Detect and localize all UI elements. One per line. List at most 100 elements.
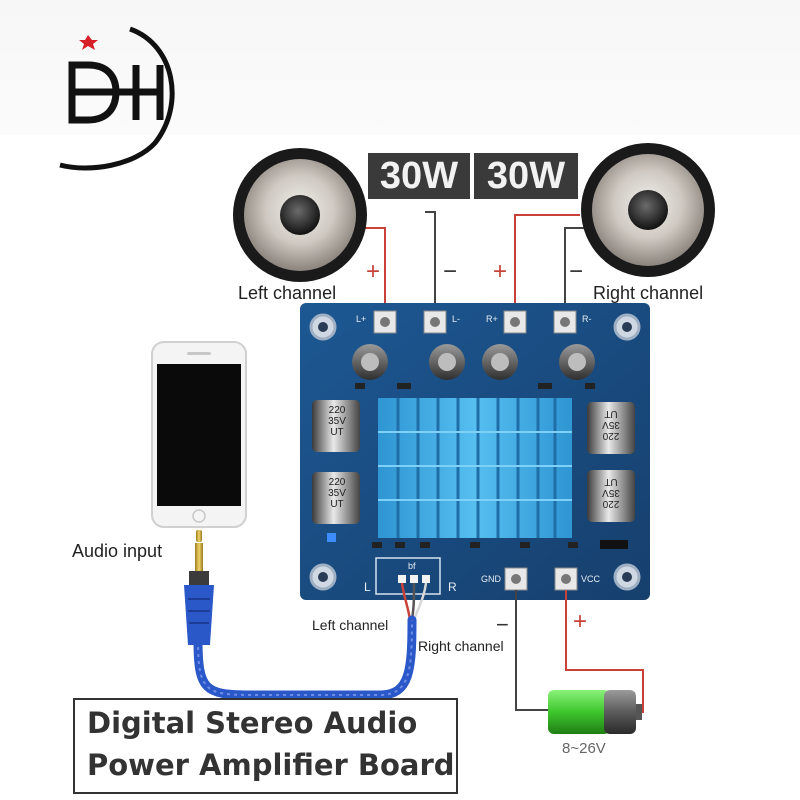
phone-speaker-slot <box>187 352 211 355</box>
left-negative-wire <box>425 211 436 322</box>
terminal-l-plus-screw <box>380 317 390 327</box>
speaker-wires <box>365 211 590 322</box>
smd-part <box>395 542 405 548</box>
capacitor-left-top <box>312 400 360 452</box>
capacitor-right-top <box>587 402 635 454</box>
pin-label-in-mid: bf <box>408 561 416 571</box>
phone-screen <box>157 364 241 506</box>
left-speaker-dustcap <box>280 195 320 235</box>
output-terminals <box>373 310 577 334</box>
smartphone <box>151 341 247 528</box>
capacitor-value: 220 <box>602 430 620 441</box>
inductor-3-core <box>491 353 509 371</box>
capacitor-brand: UT <box>604 476 618 487</box>
right-channel-label: Right channel <box>593 283 704 303</box>
title-line-2: Power Amplifier Board <box>87 748 455 782</box>
left-channel-label: Left channel <box>238 283 337 303</box>
heatsink-grooves <box>378 431 572 501</box>
inductor-1-core <box>361 353 379 371</box>
title-line-1: Digital Stereo Audio <box>87 706 418 740</box>
capacitor-voltage: 35V <box>602 487 620 498</box>
jack-grip-line <box>188 610 210 612</box>
input-header-outline <box>375 557 441 595</box>
capacitor-value: 220 <box>328 477 346 488</box>
capacitor-left-bottom <box>312 472 360 524</box>
capacitor-right-bottom <box>587 470 635 522</box>
right-minus-sign: − <box>569 258 584 285</box>
input-pin-left <box>398 575 406 583</box>
smd-part <box>568 542 578 548</box>
pin-label-l-plus: L+ <box>356 314 367 324</box>
left-speaker <box>233 148 367 282</box>
audio-cable-braid <box>197 619 413 696</box>
input-right-channel-label: Right channel <box>418 638 504 654</box>
power-plus-sign: + <box>573 608 588 635</box>
capacitor-brand: UT <box>330 427 344 438</box>
smd-components <box>355 383 628 549</box>
product-title-box: Digital Stereo Audio Power Amplifier Boa… <box>73 698 458 794</box>
dip-switch <box>600 540 628 549</box>
jack-grip-line <box>189 622 209 624</box>
left-minus-sign: − <box>443 258 458 285</box>
terminal-r-minus-screw <box>560 317 570 327</box>
input-wire-right <box>412 582 428 621</box>
brand-logo <box>50 25 190 175</box>
smd-part <box>355 383 365 389</box>
audio-input-label: Audio input <box>72 541 163 561</box>
capacitor-brand: UT <box>330 499 344 510</box>
right-speaker <box>581 143 715 277</box>
capacitor-voltage: 35V <box>328 488 346 499</box>
heatsink-body <box>378 398 572 538</box>
power-minus-sign: − <box>496 612 509 637</box>
pin-label-gnd: GND <box>481 574 501 584</box>
logo-star-icon <box>79 35 98 50</box>
left-positive-wire <box>365 227 386 322</box>
capacitor-value: 220 <box>328 405 346 416</box>
jack-collar <box>189 571 209 585</box>
inductor-2-core <box>438 353 456 371</box>
gnd-wire <box>515 590 548 711</box>
pin-label-r-minus: R- <box>582 314 592 324</box>
left-plus-sign: + <box>366 258 381 285</box>
battery-empty <box>604 690 636 734</box>
voltage-range-label: 8~26V <box>562 740 606 757</box>
terminal-gnd-screw <box>511 574 521 584</box>
terminal-l-minus-screw <box>430 317 440 327</box>
pin-label-in-l: L <box>364 580 371 594</box>
jack-shaft <box>195 543 203 571</box>
capacitor-marking-right-top: 220 35V UT <box>594 408 628 441</box>
smd-part <box>470 542 480 548</box>
capacitor-brand: UT <box>604 408 618 419</box>
capacitors <box>312 400 635 524</box>
smd-part <box>372 542 382 548</box>
jack-grip-line <box>188 598 210 600</box>
battery-terminal <box>636 704 642 720</box>
battery <box>548 690 642 734</box>
input-pin-ground <box>410 575 418 583</box>
pin-label-in-r: R <box>448 580 457 594</box>
jack-housing <box>184 585 214 645</box>
capacitor-voltage: 35V <box>602 419 620 430</box>
pin-label-vcc: VCC <box>581 574 601 584</box>
capacitor-marking-left-bottom: 220 35V UT <box>320 477 354 510</box>
right-positive-wire <box>514 214 580 322</box>
terminal-r-plus-screw <box>510 317 520 327</box>
right-plus-sign: + <box>493 258 508 285</box>
mounting-hole-bl-center <box>318 572 328 582</box>
capacitor-marking-right-bottom: 220 35V UT <box>594 476 628 509</box>
input-pin-right <box>422 575 430 583</box>
right-speaker-dustcap <box>628 190 668 230</box>
capacitor-value: 220 <box>602 498 620 509</box>
mounting-hole-tr-center <box>622 322 632 332</box>
right-power-badge: 30W <box>474 153 578 199</box>
amplifier-board <box>300 303 650 600</box>
heatsink <box>378 398 572 538</box>
terminal-vcc-screw <box>561 574 571 584</box>
inductor-4-core <box>568 353 586 371</box>
smd-part <box>397 383 411 389</box>
logo-swoosh <box>59 26 175 171</box>
mounting-hole-br-center <box>622 572 632 582</box>
right-negative-wire <box>564 227 590 322</box>
phone-home-button <box>192 509 206 523</box>
